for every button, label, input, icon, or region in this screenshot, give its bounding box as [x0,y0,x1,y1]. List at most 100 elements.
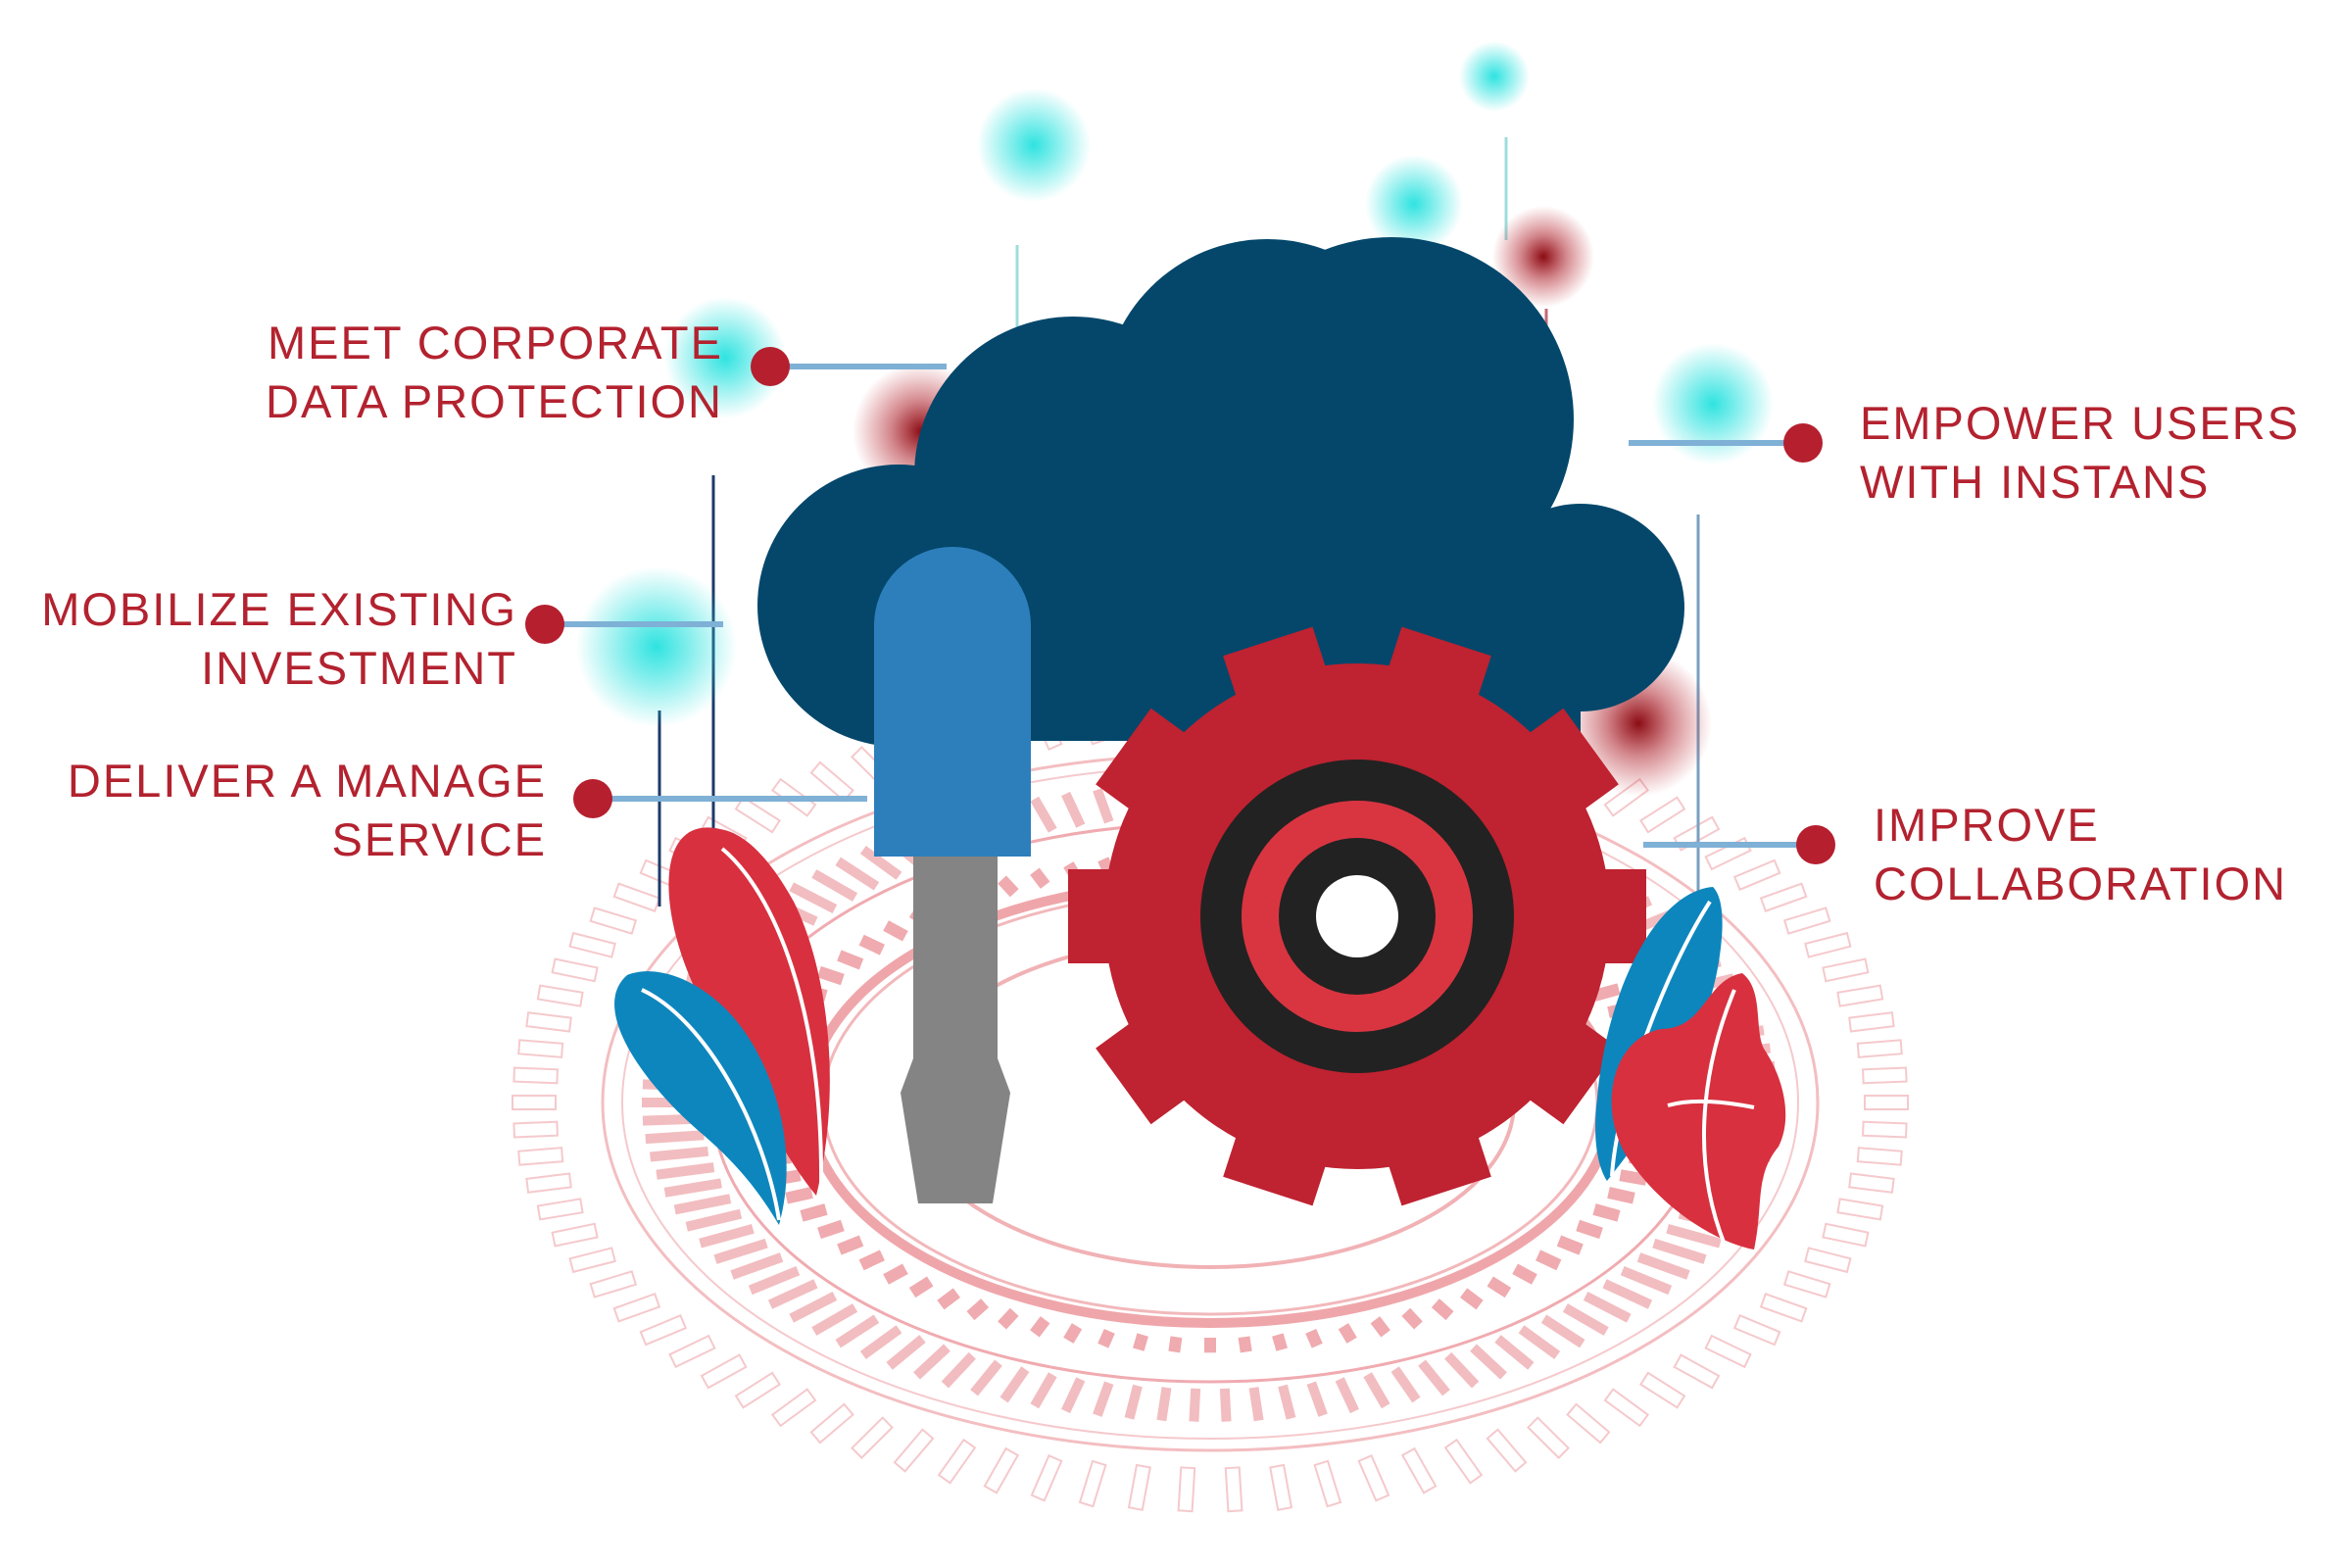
platform-tick [551,1222,599,1248]
platform-tick [589,906,638,935]
platform-tick [1444,1351,1480,1389]
platform-tick [1219,1388,1232,1422]
platform-tick [1527,1416,1570,1459]
platform-tick [1759,882,1808,912]
platform-tick [1401,1307,1423,1330]
leaf-icon [614,827,830,1225]
platform-tick [589,1270,638,1298]
platform-tick [1156,1387,1172,1422]
platform-tick [817,1219,845,1240]
platform-tick [1248,1387,1264,1422]
platform-tick [734,1371,782,1409]
platform-tick [699,1224,755,1249]
platform-tick [1536,1250,1562,1271]
platform-tick [1822,1222,1870,1248]
platform-tick [1487,1276,1512,1298]
platform-tick [1518,1325,1561,1359]
platform-tick [1093,788,1114,824]
platform-tick [893,1428,935,1473]
platform-tick [1848,1011,1895,1033]
platform-tick [673,1194,732,1215]
platform-tick [1063,1323,1083,1344]
platform-tick [1278,1384,1296,1420]
platform-tick [1673,1353,1721,1390]
platform-tick [1335,1377,1359,1414]
platform-tick [734,796,782,834]
label-line: MOBILIZE EXISTING [41,583,517,635]
platform-tick [1470,1344,1507,1380]
platform-tick [650,1146,709,1162]
platform-tick [568,1247,616,1274]
platform-tick [517,1039,564,1058]
label-deliver-a-manage-service: DELIVER A MANAGE SERVICE [68,752,547,869]
platform-tick [1224,1466,1243,1513]
platform-tick [1652,1238,1707,1264]
platform-tick [913,1344,951,1380]
label-improve-collaboration: IMPROVE COLLABORATION [1874,796,2287,913]
platform-tick [730,1252,784,1280]
platform-tick [551,957,599,983]
platform-tick [883,920,908,942]
platform-tick [1732,1313,1781,1347]
platform-tick [685,1208,743,1232]
platform-tick [1636,1252,1690,1280]
platform-tick [1238,1336,1252,1353]
platform-tick [1269,1463,1293,1511]
platform-tick [1030,796,1057,833]
platform-tick [858,1250,885,1271]
platform-tick [1097,1328,1115,1348]
platform-tick [1313,1459,1342,1508]
platform-tick [1638,796,1686,834]
label-line: INVESTMENT [201,642,517,694]
platform-tick [835,857,880,891]
platform-tick [1177,1466,1196,1513]
platform-tick [612,882,661,912]
platform-tick [1061,1377,1086,1414]
platform-tick [998,875,1019,898]
platform-tick [837,1235,864,1255]
platform-tick [1848,1172,1895,1194]
platform-tick [1759,1293,1808,1323]
platform-tick [1338,1323,1357,1344]
platform-tick [1602,1279,1653,1309]
platform-tick [1168,1336,1183,1353]
platform-tick [713,1238,768,1264]
label-meet-corporate-data-protection: MEET CORPORATE DATA PROTECTION [266,314,723,431]
platform-tick [817,965,845,986]
platform-tick [512,1120,559,1139]
platform-tick [998,1307,1019,1330]
platform-tick [983,1446,1020,1494]
platform-tick [966,1298,990,1321]
platform-tick [1486,1428,1528,1473]
platform-tick [1638,1371,1686,1409]
platform-tick [937,1438,977,1485]
platform-tick [1030,867,1050,889]
gear-icon [1068,626,1646,1206]
platform-tick [883,1263,908,1285]
platform-tick [1782,1270,1831,1298]
platform-tick [1864,1095,1909,1110]
platform-tick [700,1353,748,1390]
platform-tick [859,846,902,880]
platform-tick [1030,1316,1050,1338]
platform-tick [1357,1453,1390,1502]
label-line: MEET CORPORATE [268,317,723,368]
platform-tick [1782,906,1831,935]
platform-tick [645,1130,705,1145]
platform-tick [1556,1235,1584,1255]
platform-tick [1443,1438,1484,1485]
label-line: DATA PROTECTION [266,375,723,427]
platform-tick [656,1162,715,1180]
platform-tick [858,934,885,956]
label-mobilize-existing-investment: MOBILIZE EXISTING INVESTMENT [41,580,517,698]
platform-tick [851,1416,894,1459]
platform-tick [748,1266,801,1296]
platform-tick [1078,1459,1107,1508]
platform-tick [663,1178,722,1198]
platform-tick [1370,1316,1390,1338]
platform-tick [809,760,854,803]
platform-tick [1540,1314,1585,1348]
platform-tick [1566,1402,1611,1445]
platform-tick [835,1314,880,1348]
platform-tick [1093,1381,1114,1417]
